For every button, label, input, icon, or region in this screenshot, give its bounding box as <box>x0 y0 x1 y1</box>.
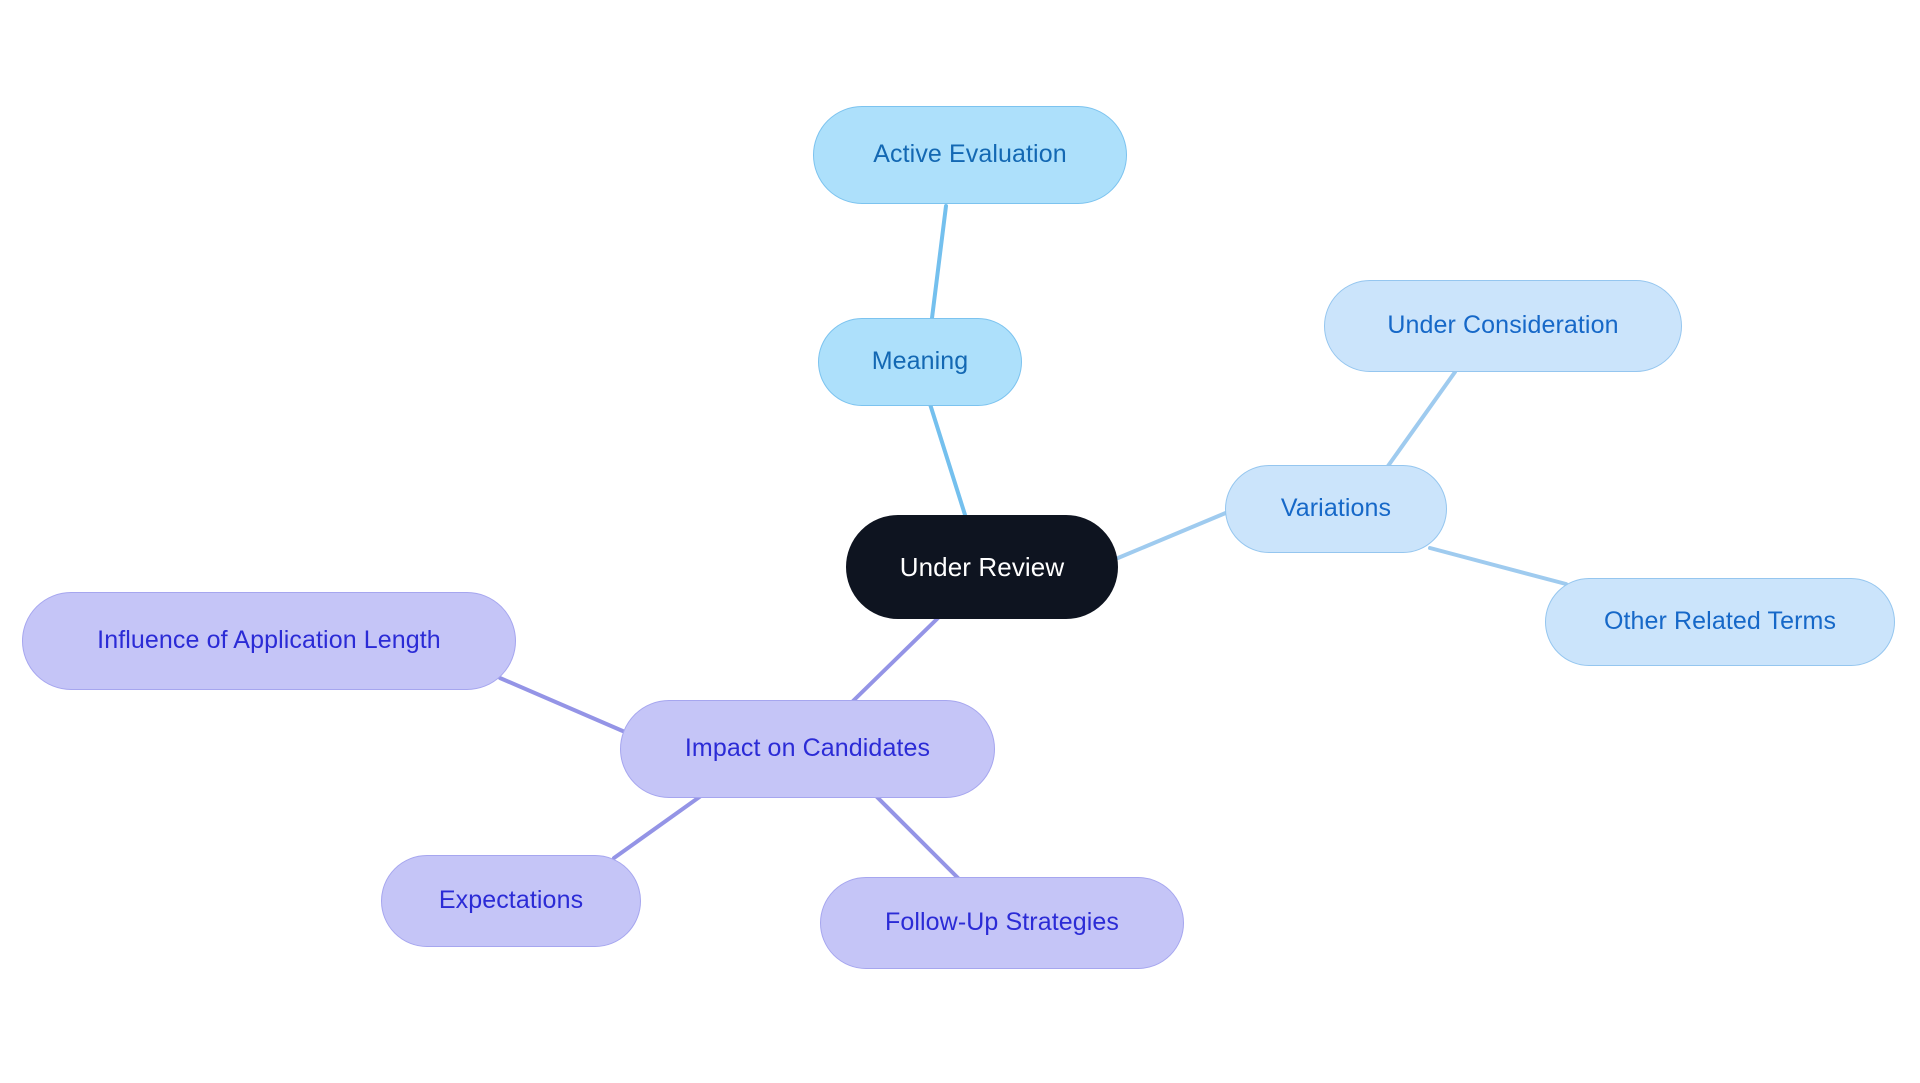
edge-variations-other-related-terms <box>1428 546 1568 586</box>
mindmap-node-follow-up-strategies[interactable]: Follow-Up Strategies <box>820 877 1184 969</box>
mindmap-node-meaning[interactable]: Meaning <box>818 318 1022 406</box>
mindmap-node-variations[interactable]: Variations <box>1225 465 1447 553</box>
edge-impact-follow-up <box>871 791 962 882</box>
node-label-under-consideration: Under Consideration <box>1387 311 1619 340</box>
edge-root-variations <box>1116 510 1230 560</box>
edge-impact-expectations <box>612 791 707 860</box>
edge-impact-influence <box>498 676 627 734</box>
node-label-expectations: Expectations <box>438 886 584 915</box>
node-label-other-related-terms: Other Related Terms <box>1603 607 1837 636</box>
edge-variations-under-consideration <box>1386 370 1457 468</box>
node-label-follow-up-strategies: Follow-Up Strategies <box>884 908 1120 937</box>
mindmap-node-influence-of-application-length[interactable]: Influence of Application Length <box>22 592 516 690</box>
edge-root-impact <box>850 616 940 704</box>
mindmap-node-active-evaluation[interactable]: Active Evaluation <box>813 106 1127 204</box>
node-label-influence-of-application-length: Influence of Application Length <box>97 626 441 655</box>
mindmap-node-under-consideration[interactable]: Under Consideration <box>1324 280 1682 372</box>
edge-meaning-active-evaluation <box>930 204 948 320</box>
mindmap-node-root[interactable]: Under Review <box>846 515 1118 619</box>
node-label-variations: Variations <box>1280 494 1392 523</box>
node-label-active-evaluation: Active Evaluation <box>873 140 1067 169</box>
node-label-impact-on-candidates: Impact on Candidates <box>684 734 931 763</box>
mindmap-node-expectations[interactable]: Expectations <box>381 855 641 947</box>
edge-root-meaning <box>928 402 968 520</box>
mindmap-node-other-related-terms[interactable]: Other Related Terms <box>1545 578 1895 666</box>
node-label-root: Under Review <box>899 551 1065 582</box>
node-label-meaning: Meaning <box>871 347 969 376</box>
mindmap-node-impact-on-candidates[interactable]: Impact on Candidates <box>620 700 995 798</box>
